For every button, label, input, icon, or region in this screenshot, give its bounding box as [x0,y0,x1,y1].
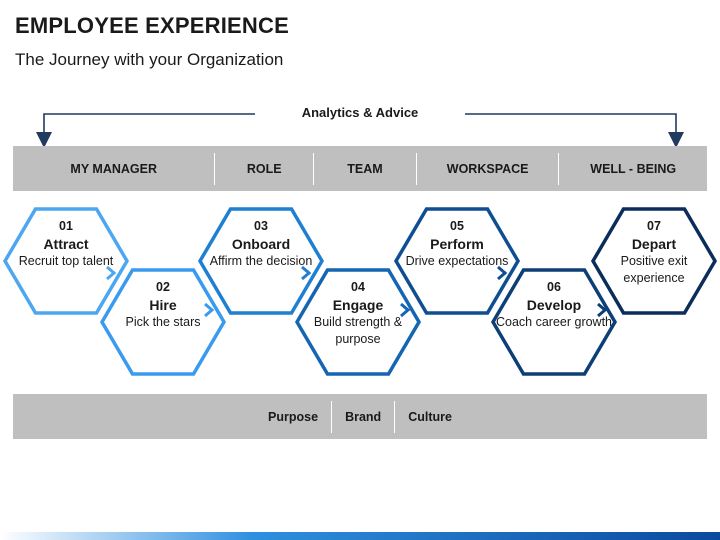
hexagon-step-04 [294,268,422,376]
step-name: Perform [430,236,484,252]
connector-arrowhead-04 [400,302,411,318]
bottom-category-bar: Purpose Brand Culture [13,394,707,439]
step-name: Attract [43,236,89,252]
category-role: ROLE [215,152,315,185]
page-title: EMPLOYEE EXPERIENCE [15,13,289,38]
step-number: 06 [547,280,561,294]
category-well-being: WELL - BEING [590,161,677,176]
step-name: Depart [631,236,677,252]
connector-arrowhead-01 [106,265,117,281]
category-workspace: WORKSPACE [417,152,560,185]
connector-arrowhead-05 [497,265,508,281]
hexagon-step-06 [490,268,618,376]
footer-stripe [0,532,720,540]
hexagon-step-07 [590,207,718,315]
step-description: Positive exit experience [620,254,688,285]
category-team: TEAM [314,152,417,185]
connector-arrowhead-06 [597,302,608,318]
analytics-bracket-left [36,113,255,148]
hexagon-step-02 [99,268,227,376]
step-description: Recruit top talent [18,254,114,268]
step-number: 04 [351,280,365,294]
step-number: 02 [156,280,170,294]
step-number: 05 [450,219,464,233]
step-name: Hire [149,297,177,313]
step-name: Develop [526,297,582,313]
page-subtitle: The Journey with your Organization [15,50,284,69]
category-my-manager: MY MANAGER [13,152,216,185]
category-purpose: Purpose [255,400,333,433]
step-number: 01 [59,219,73,233]
hexagon-step-03 [197,207,325,315]
top-category-bar: MY MANAGER ROLE TEAM WORKSPACE WELL - BE… [13,146,707,191]
connector-arrowhead-02 [204,302,215,318]
category-brand: Brand [332,400,396,433]
step-name: Engage [332,297,384,313]
analytics-bracket-right [465,113,684,148]
step-name: Onboard [231,236,291,252]
step-description: Drive expectations [405,254,509,268]
hexagon-step-05 [393,207,521,315]
step-number: 03 [254,219,268,233]
category-culture: Culture [408,409,452,424]
hexagon-step-01 [2,207,130,315]
step-description: Build strength & purpose [313,315,403,346]
step-description: Pick the stars [125,315,201,329]
analytics-label: Analytics & Advice [301,105,419,120]
step-description: Affirm the decision [209,254,313,268]
step-number: 07 [647,219,661,233]
step-description: Coach career growth [495,315,613,329]
connector-arrowhead-03 [301,265,312,281]
